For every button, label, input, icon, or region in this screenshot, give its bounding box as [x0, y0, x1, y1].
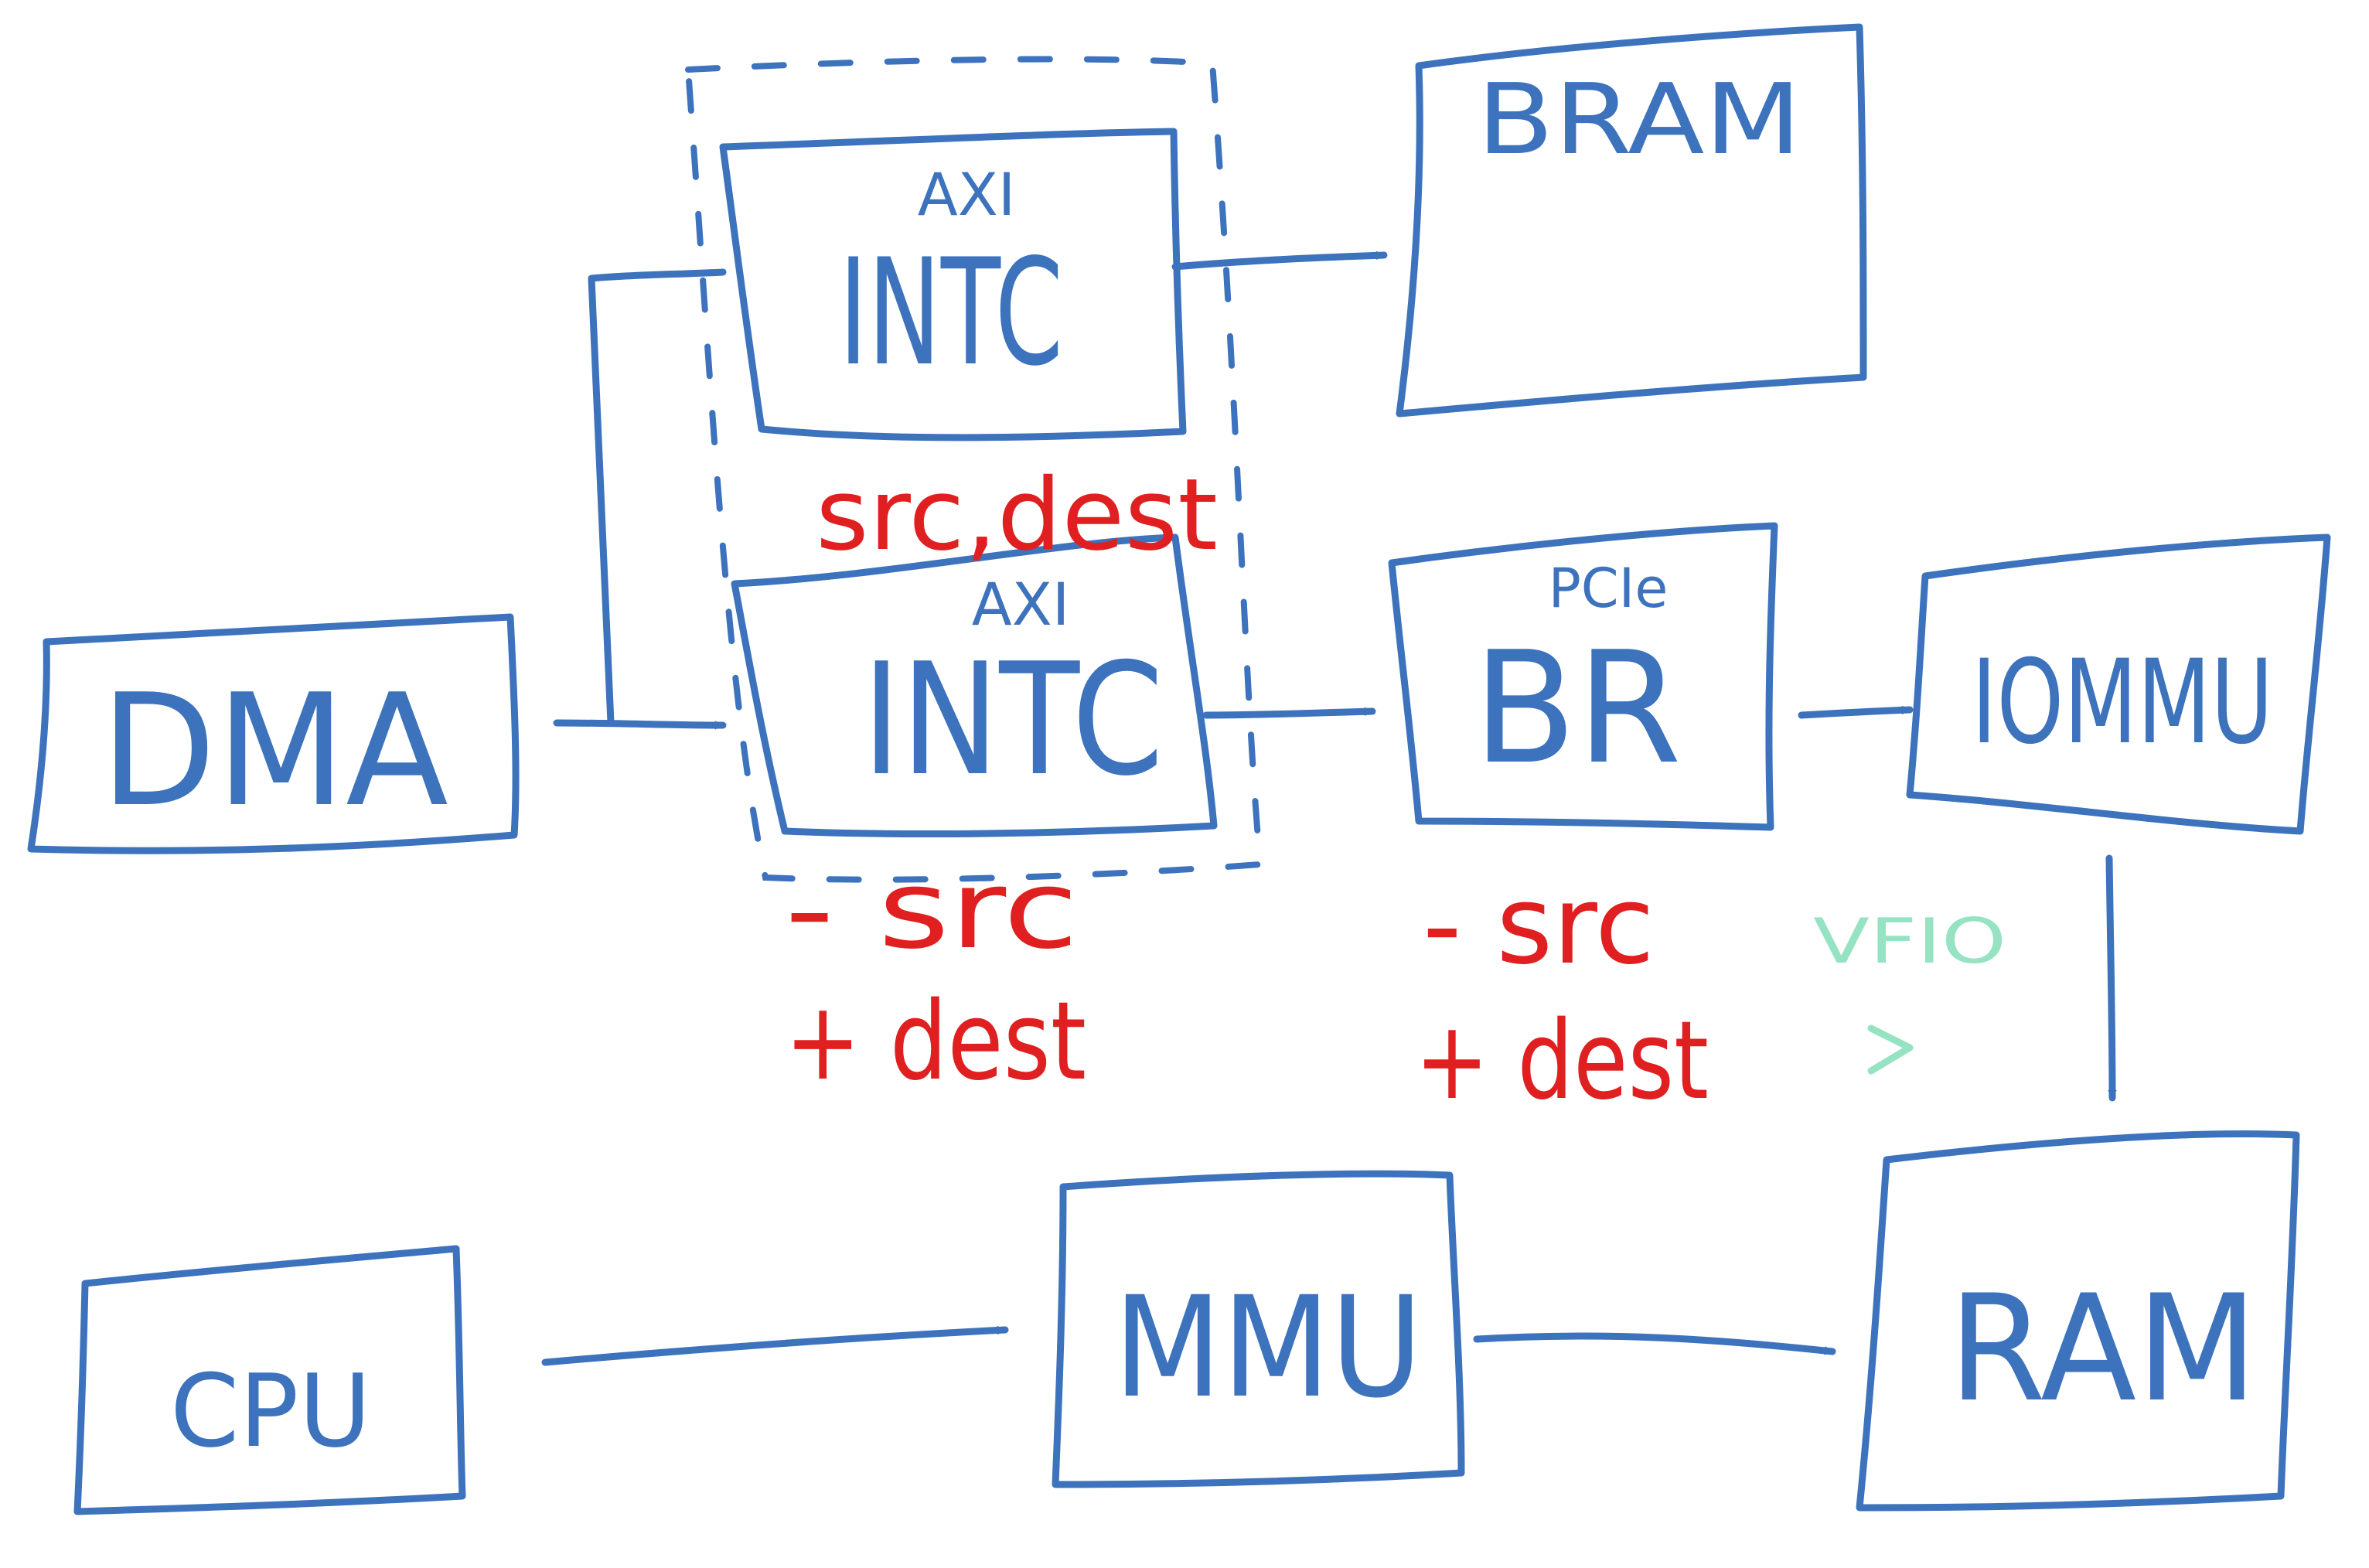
bram-node: BRAM — [1396, 23, 1867, 418]
ram-label: RAM — [1948, 1263, 2258, 1434]
axi-intc-top-box — [719, 128, 1187, 441]
mmu-label: MMU — [1113, 1267, 1423, 1429]
pcie-bridge-label: BR — [1473, 619, 1682, 799]
arrow-iommu-to-ram — [2105, 854, 2112, 1102]
arrow-axi-intc-bottom-to-pcie — [1202, 711, 1376, 719]
axi-intc-bottom-box — [731, 533, 1218, 838]
pcie-bridge-node: PCIe BR — [1388, 522, 1778, 831]
annotation-plus-dest-intc: + dest — [785, 979, 1086, 1105]
green-arrow — [1867, 1024, 1914, 1075]
axi-intc-top-label: INTC — [839, 227, 1063, 398]
annotation-src-dest: src,dest — [816, 458, 1218, 573]
arrow-pcie-to-iommu — [1798, 710, 1914, 719]
dma-box — [27, 613, 520, 854]
cpu-box — [73, 1245, 466, 1515]
mmu-box — [1052, 1170, 1465, 1488]
bram-label: BRAM — [1477, 63, 1801, 176]
axi-intc-bottom-prefix: AXI — [972, 570, 1069, 639]
dma-node: DMA — [27, 613, 520, 854]
arrow-mmu-to-ram — [1473, 1332, 1836, 1355]
annotation-green-note: VFIO — [1813, 905, 2006, 977]
arrow-axi-intc-top-to-bram — [1171, 255, 1388, 271]
ram-node: RAM — [1856, 1130, 2300, 1512]
bram-box — [1396, 23, 1867, 418]
axi-intc-bottom-node: AXI INTC — [731, 533, 1218, 838]
axi-intc-bottom-label: INTC — [862, 630, 1164, 810]
iommu-label: IOMMU — [1972, 636, 2273, 770]
ram-box — [1856, 1130, 2300, 1512]
annotation-minus-src-pcie: - src — [1423, 863, 1655, 989]
axi-group-dashed-outline — [684, 56, 1264, 883]
arrow-cpu-to-mmu — [541, 1330, 1009, 1366]
cpu-label: CPU — [170, 1352, 371, 1470]
iommu-box — [1906, 533, 2331, 835]
cpu-node: CPU — [73, 1245, 466, 1515]
line-dma-to-axi-intc-top — [588, 268, 727, 727]
axi-intc-top-prefix: AXI — [918, 160, 1015, 229]
axi-intc-top-node: AXI INTC — [719, 128, 1187, 441]
dma-label: DMA — [101, 661, 448, 841]
annotation-plus-dest-pcie: + dest — [1415, 998, 1709, 1124]
pcie-prefix: PCIe — [1549, 557, 1669, 620]
arrow-dma-to-axi-intc-bottom — [553, 719, 727, 725]
pcie-bridge-box — [1388, 522, 1778, 831]
annotation-minus-src-intc: - src — [785, 847, 1079, 973]
mmu-node: MMU — [1052, 1170, 1465, 1488]
iommu-node: IOMMU — [1906, 533, 2331, 835]
